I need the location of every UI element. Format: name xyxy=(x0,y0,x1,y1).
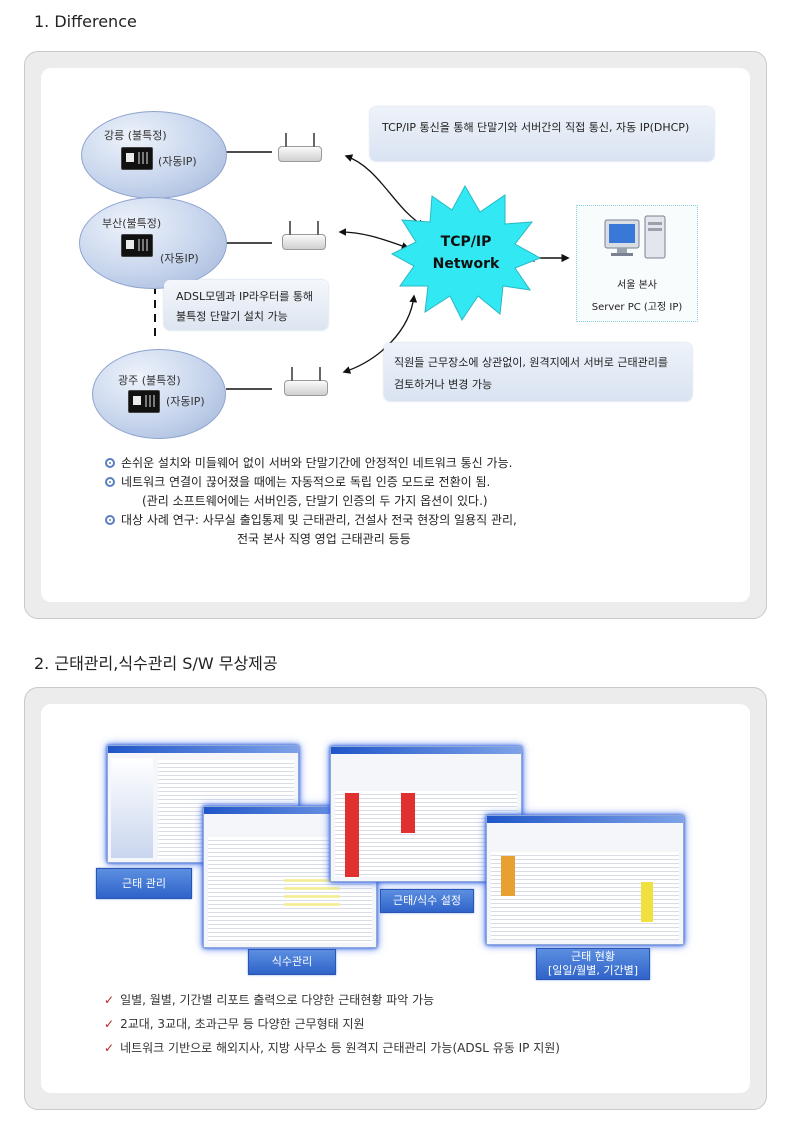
server-line1: 서울 본사 xyxy=(617,280,657,291)
note-adsl-line1: ADSL모뎀과 IP라우터를 통해 xyxy=(176,290,314,303)
label-status-line1: 근태 현황 xyxy=(571,950,615,963)
note-remote: 직원들 근무장소에 상관없이, 원격지에서 서버로 근태관리를 검토하거나 변경… xyxy=(384,343,692,401)
difference-bullets: 손쉬운 설치와 미들웨어 없이 서버와 단말기간에 안정적인 네트워크 통신 가… xyxy=(105,454,517,549)
feature-checklist: ✓일별, 월별, 기간별 리포트 출력으로 다양한 근태현황 파악 가능 ✓2교… xyxy=(104,988,560,1060)
note-remote-line2: 검토하거나 변경 가능 xyxy=(394,378,493,391)
label-attendance: 근태 관리 xyxy=(96,868,192,899)
site-ip-busan: (자동IP) xyxy=(160,252,199,265)
check-icon: ✓ xyxy=(104,1017,115,1031)
check-icon: ✓ xyxy=(104,993,115,1007)
network-label-line1: TCP/IP xyxy=(441,234,492,250)
router-icon xyxy=(278,133,322,162)
section1-title: 1. Difference xyxy=(34,12,137,31)
note-tcpip: TCP/IP 통신을 통해 단말기와 서버간의 직접 통신, 자동 IP(DHC… xyxy=(370,107,714,161)
site-name-gangneung: 강릉 (불특정) xyxy=(104,129,167,142)
bullet-circle-icon xyxy=(105,515,115,525)
router-icon xyxy=(284,367,328,396)
bullet-item: 네트워크 연결이 끊어졌을 때에는 자동적으로 독립 인증 모드로 전환이 됨. xyxy=(105,473,517,492)
section2-title: 2. 근태관리,식수관리 S/W 무상제공 xyxy=(34,654,278,673)
site-name-busan: 부산(불특정) xyxy=(102,217,162,230)
terminal-device-icon xyxy=(121,234,153,257)
arrow-site1 xyxy=(344,154,426,227)
server-pc-icon xyxy=(604,215,666,259)
label-status: 근태 현황 [일일/월별, 기간별] xyxy=(536,948,650,980)
site-busan xyxy=(79,197,227,289)
tree-panel xyxy=(111,758,153,858)
terminal-device-icon xyxy=(121,147,153,170)
bullet-item: 대상 사례 연구: 사무실 출입통제 및 근태관리, 건설사 전국 현장의 일용… xyxy=(105,511,517,530)
arrow-site2 xyxy=(338,228,410,250)
label-status-line2: [일일/월별, 기간별] xyxy=(547,964,639,977)
router-icon xyxy=(282,221,326,250)
bullet-item: 손쉬운 설치와 미들웨어 없이 서버와 단말기간에 안정적인 네트워크 통신 가… xyxy=(105,454,517,473)
site-gangneung xyxy=(81,111,227,199)
server-line2: Server PC (고정 IP) xyxy=(591,302,683,313)
note-remote-line1: 직원들 근무장소에 상관없이, 원격지에서 서버로 근태관리를 xyxy=(394,356,668,369)
check-item: ✓2교대, 3교대, 초과근무 등 다양한 근무형태 지원 xyxy=(104,1017,365,1031)
label-setup: 근태/식수 설정 xyxy=(380,889,474,913)
check-icon: ✓ xyxy=(104,1041,115,1055)
note-adsl-line2: 불특정 단말기 설치 가능 xyxy=(176,310,288,323)
network-label-line2: Network xyxy=(433,256,500,272)
network-diagram: TCP/IP Network xyxy=(154,151,570,390)
note-adsl: ADSL모뎀과 IP라우터를 통해 불특정 단말기 설치 가능 xyxy=(164,280,328,330)
site-ip-gangneung: (자동IP) xyxy=(158,155,197,168)
bullet-circle-icon xyxy=(105,477,115,487)
bullet-item-sub: (관리 소프트웨어에는 서버인증, 단말기 인증의 두 가지 옵션이 있다.) xyxy=(142,494,488,508)
arrow-site3 xyxy=(342,294,418,374)
site-ip-gwangju: (자동IP) xyxy=(166,395,205,408)
status-screenshot xyxy=(486,815,684,945)
network-starburst xyxy=(390,184,542,321)
bullet-item-sub: 전국 본사 직영 영업 근태관리 등등 xyxy=(237,532,411,546)
check-item: ✓일별, 월별, 기간별 리포트 출력으로 다양한 근태현황 파악 가능 xyxy=(104,993,435,1007)
check-item: ✓네트워크 기반으로 해외지사, 지방 사무소 등 원격지 근태관리 가능(AD… xyxy=(104,1041,560,1055)
server-box: 서울 본사 Server PC (고정 IP) xyxy=(576,205,698,322)
meal-screenshot xyxy=(203,806,377,948)
label-meal: 식수관리 xyxy=(248,949,336,975)
note-tcpip-text: TCP/IP 통신을 통해 단말기와 서버간의 직접 통신, 자동 IP(DHC… xyxy=(382,121,690,134)
bullet-circle-icon xyxy=(105,458,115,468)
site-name-gwangju: 광주 (불특정) xyxy=(118,374,181,387)
terminal-device-icon xyxy=(128,390,160,413)
